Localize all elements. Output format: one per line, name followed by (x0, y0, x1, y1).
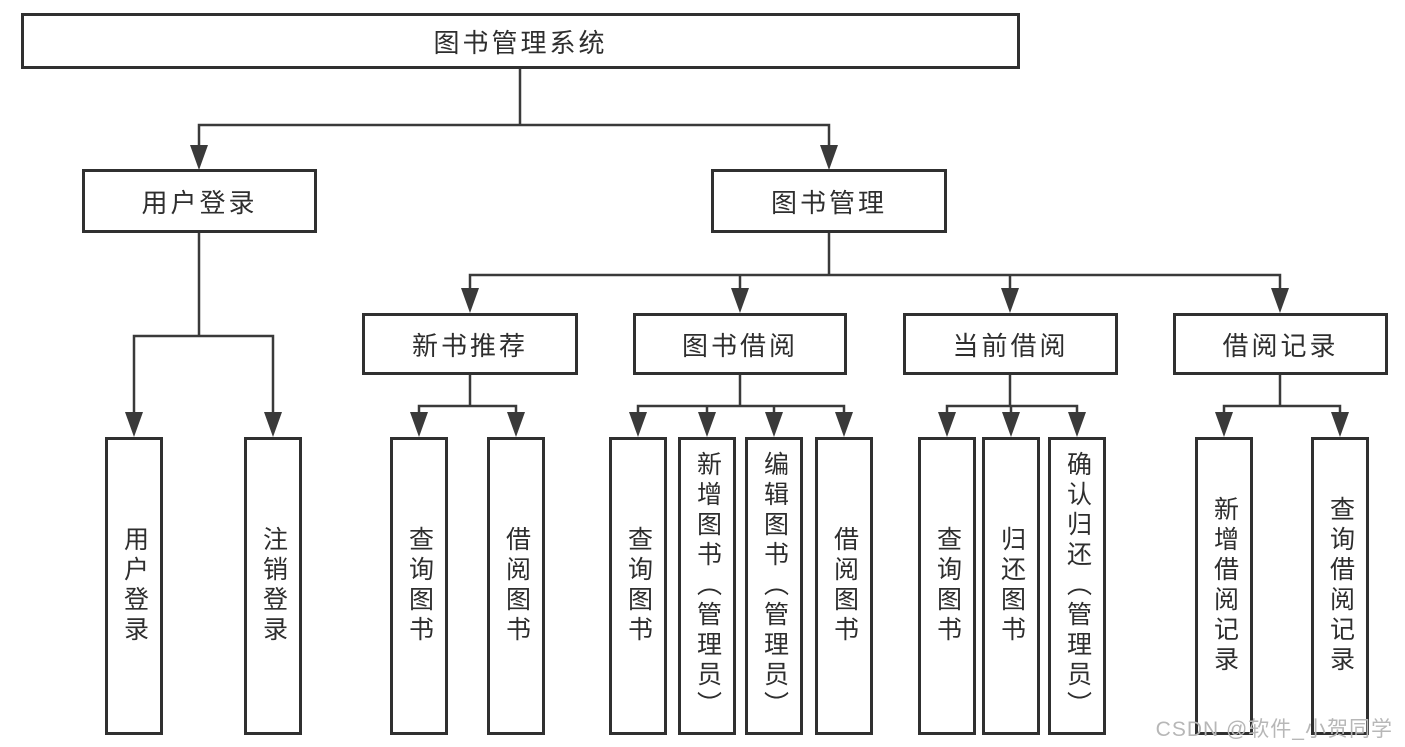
leaf-confirm-return-admin: 确认归还（管理员） (1048, 437, 1106, 735)
node-library-management-system: 图书管理系统 (21, 13, 1020, 69)
node-user-login: 用户登录 (82, 169, 317, 233)
leaf-add-book-admin: 新增图书（管理员） (678, 437, 736, 735)
node-book-borrow: 图书借阅 (633, 313, 847, 375)
leaf-query-book-borrow: 查询图书 (609, 437, 667, 735)
arrowhead-icon (1271, 288, 1289, 313)
leaf-add-borrow-record: 新增借阅记录 (1195, 437, 1253, 735)
leaf-edit-book-admin: 编辑图书（管理员） (745, 437, 803, 735)
csdn-watermark: CSDN @软件_小贺同学 (1155, 718, 1393, 741)
arrowhead-icon (731, 288, 749, 313)
arrowhead-icon (938, 412, 956, 437)
leaf-query-book-current: 查询图书 (918, 437, 976, 735)
arrowhead-icon (629, 412, 647, 437)
leaf-query-borrow-record: 查询借阅记录 (1311, 437, 1369, 735)
node-borrow-records: 借阅记录 (1173, 313, 1388, 375)
leaf-logout-login: 注销登录 (244, 437, 302, 735)
arrowhead-icon (125, 412, 143, 437)
leaf-borrow-book-recommend: 借阅图书 (487, 437, 545, 735)
node-book-management: 图书管理 (711, 169, 947, 233)
arrowhead-icon (1068, 412, 1086, 437)
node-current-borrow: 当前借阅 (903, 313, 1118, 375)
arrowhead-icon (461, 288, 479, 313)
arrowhead-icon (410, 412, 428, 437)
arrowhead-icon (1331, 412, 1349, 437)
arrowhead-icon (765, 412, 783, 437)
leaf-borrow-book: 借阅图书 (815, 437, 873, 735)
leaf-user-login: 用户登录 (105, 437, 163, 735)
arrowhead-icon (190, 145, 208, 170)
arrowhead-icon (1002, 412, 1020, 437)
arrowhead-icon (698, 412, 716, 437)
arrowhead-icon (835, 412, 853, 437)
arrowhead-icon (264, 412, 282, 437)
arrowhead-icon (1001, 288, 1019, 313)
arrowhead-icon (507, 412, 525, 437)
leaf-query-book-recommend: 查询图书 (390, 437, 448, 735)
arrowhead-icon (820, 145, 838, 170)
arrowhead-icon (1215, 412, 1233, 437)
leaf-return-book: 归还图书 (982, 437, 1040, 735)
node-new-book-recommend: 新书推荐 (362, 313, 578, 375)
